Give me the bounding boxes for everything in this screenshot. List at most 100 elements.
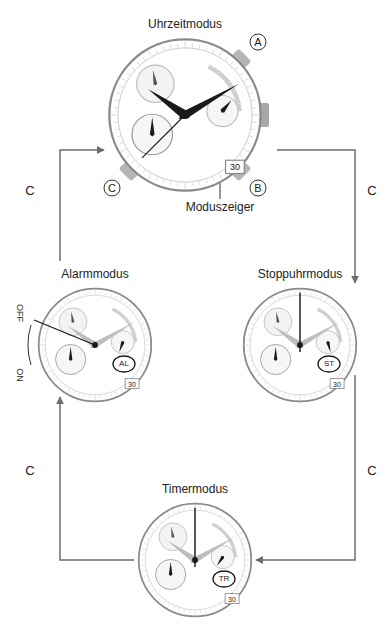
hour-hand	[167, 541, 198, 563]
dial-tick	[334, 305, 336, 307]
dial-tick	[247, 86, 251, 88]
date-window	[225, 594, 239, 604]
dial-tick	[173, 606, 174, 609]
dial-tick	[42, 339, 45, 340]
dial-tick	[245, 554, 248, 555]
dial-tick	[269, 302, 271, 304]
dial-tick	[278, 296, 279, 299]
mode-hand	[326, 341, 330, 352]
button-letter: C	[108, 183, 116, 194]
date-number: 30	[230, 163, 240, 172]
dial-tick	[95, 395, 96, 400]
dial-tick	[232, 524, 234, 526]
subdial-hand	[276, 312, 279, 324]
dial-tick	[170, 45, 172, 49]
dial-tick	[143, 170, 145, 173]
dial-tick	[315, 393, 317, 396]
dial-tick	[210, 608, 212, 611]
dial-tick	[341, 314, 343, 316]
callout-label: Moduszeiger	[186, 201, 255, 213]
dial-tick	[164, 517, 166, 519]
dial-tick	[269, 386, 271, 388]
dial-tick	[244, 149, 249, 152]
mode-arrow	[256, 375, 355, 560]
dial-tick	[260, 379, 262, 381]
dial-tick	[137, 165, 140, 168]
dial-tick	[183, 508, 185, 511]
dial-tick	[132, 309, 134, 311]
watch-case	[39, 289, 152, 402]
subdial-lower	[132, 114, 173, 155]
mode-hand	[119, 341, 124, 352]
dial-tick	[111, 115, 117, 116]
dial-tick	[127, 155, 130, 157]
dial-tick	[260, 309, 262, 311]
dial-tick	[78, 294, 80, 297]
dial-tick	[325, 297, 327, 301]
date-number: 30	[228, 596, 236, 603]
dial-tick	[344, 317, 348, 319]
dial-tick	[167, 512, 169, 516]
dial-tick	[147, 585, 151, 587]
dial-tick	[236, 529, 238, 531]
dial-tick	[288, 293, 290, 296]
dial-tick	[189, 507, 190, 510]
dial-tick	[305, 395, 306, 398]
watch-case	[244, 289, 357, 402]
dial-tick	[144, 355, 147, 357]
date-window	[125, 379, 139, 389]
dial-tick	[40, 345, 45, 346]
dial-tick	[89, 292, 90, 295]
dial-tick	[64, 386, 66, 388]
scale-label: OFF	[15, 304, 24, 322]
dial-tick	[177, 44, 178, 48]
dial-tick	[144, 575, 147, 577]
dial-tick	[152, 529, 154, 531]
dial-tick	[310, 293, 312, 296]
subdial-hand	[169, 562, 172, 576]
dial-tick	[346, 323, 349, 324]
dial-tick	[247, 339, 250, 340]
watch-case	[139, 504, 252, 617]
dial-tick	[148, 174, 151, 179]
dial-tick	[116, 391, 117, 394]
dial-tick	[321, 296, 322, 299]
dial-tick	[230, 62, 233, 65]
dial-tick	[152, 590, 154, 592]
dial-tick	[114, 122, 118, 123]
dial-tick	[185, 183, 186, 189]
dial-tick	[114, 107, 118, 108]
dial-tick	[213, 49, 215, 53]
dial-tick	[199, 45, 201, 49]
dial-tick	[240, 155, 243, 157]
dial-tick	[52, 375, 54, 377]
hand-pivot	[181, 111, 189, 119]
dial-tick	[78, 393, 80, 396]
dial-tick	[245, 560, 250, 561]
dial-tick	[283, 393, 285, 396]
dial-tick	[288, 394, 290, 397]
dial-tick	[136, 314, 138, 316]
dial-tick	[156, 177, 158, 181]
hand-pivot	[192, 557, 198, 563]
dial-tick	[141, 366, 144, 367]
dial-tick	[129, 305, 131, 307]
dial-tick	[177, 182, 178, 186]
dial-tick	[321, 391, 322, 394]
dial-tick	[164, 601, 166, 603]
button-letter: A	[254, 37, 261, 48]
dial-tick	[206, 47, 207, 51]
dial-tick	[83, 394, 85, 397]
subdial-upper	[264, 308, 292, 336]
mode-title: Uhrzeitmodus	[148, 17, 222, 31]
dial-tick	[115, 100, 119, 102]
minute-hand	[190, 537, 235, 563]
dial-tick	[216, 511, 217, 514]
dial-tick	[117, 93, 121, 94]
dial-tick	[219, 51, 222, 56]
date-number: 30	[128, 381, 136, 388]
subdial-hand	[71, 312, 74, 324]
subdial-hand	[274, 347, 277, 361]
scale-label: ON	[15, 368, 24, 382]
